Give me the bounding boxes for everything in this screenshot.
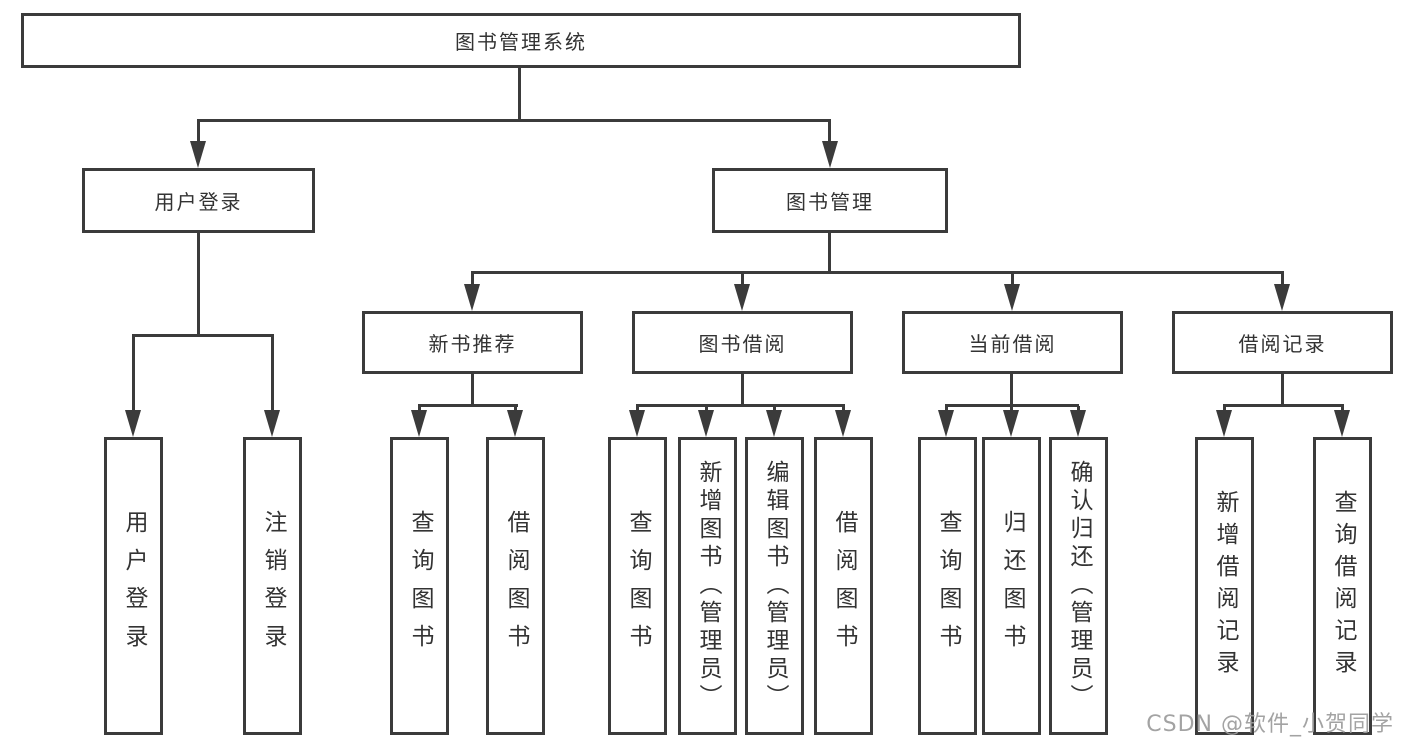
- arrowhead-down-icon: [1216, 410, 1232, 437]
- arrowhead-down-icon: [734, 284, 750, 311]
- node-label: 图书管理系统: [455, 30, 587, 54]
- connector-vline: [1010, 374, 1013, 406]
- node-label: 图书管理: [786, 190, 874, 214]
- connector-vline: [197, 122, 200, 144]
- connector-vline: [741, 374, 744, 406]
- leaf-query-books-current: 查询图书: [918, 437, 977, 735]
- node-new-book-recommendation: 新书推荐: [362, 311, 583, 374]
- arrowhead-down-icon: [766, 410, 782, 437]
- csdn-watermark: CSDN @软件_小贺同学: [1146, 712, 1394, 737]
- node-borrowing-records: 借阅记录: [1172, 311, 1393, 374]
- node-book-borrowing: 图书借阅: [632, 311, 853, 374]
- arrowhead-down-icon: [938, 410, 954, 437]
- node-label: 新书推荐: [428, 332, 517, 356]
- leaf-confirm-return-admin: 确认归还（管理员）: [1049, 437, 1108, 735]
- node-user-login: 用户登录: [82, 168, 315, 233]
- arrowhead-down-icon: [264, 410, 280, 437]
- leaf-logout: 注销登录: [243, 437, 302, 735]
- connector-hline: [197, 119, 831, 122]
- leaf-label: 注销登录: [260, 510, 286, 662]
- node-label: 图书借阅: [698, 332, 787, 356]
- connector-vline: [271, 337, 274, 412]
- node-library-management-system: 图书管理系统: [21, 13, 1021, 68]
- connector-hline: [1223, 404, 1344, 407]
- node-current-borrowing: 当前借阅: [902, 311, 1123, 374]
- arrowhead-down-icon: [698, 410, 714, 437]
- connector-hline: [636, 404, 845, 407]
- leaf-add-borrow-record: 新增借阅记录: [1195, 437, 1254, 735]
- leaf-query-books-borrow: 查询图书: [608, 437, 667, 735]
- arrowhead-down-icon: [1004, 284, 1020, 311]
- connector-vline: [828, 122, 831, 144]
- leaf-label: 确认归还（管理员）: [1066, 460, 1092, 712]
- leaf-edit-books-admin: 编辑图书（管理员）: [745, 437, 804, 735]
- node-label: 用户登录: [154, 190, 243, 214]
- leaf-borrow-books: 借阅图书: [814, 437, 873, 735]
- leaf-label: 归还图书: [999, 510, 1025, 662]
- arrowhead-down-icon: [125, 410, 141, 437]
- arrowhead-down-icon: [411, 410, 427, 437]
- connector-vline: [1281, 374, 1284, 406]
- arrowhead-down-icon: [190, 141, 206, 168]
- connector-hline: [132, 334, 274, 337]
- leaf-query-books-recommend: 查询图书: [390, 437, 449, 735]
- connector-vline: [197, 233, 200, 336]
- leaf-borrow-books-recommend: 借阅图书: [486, 437, 545, 735]
- leaf-return-books: 归还图书: [982, 437, 1041, 735]
- arrowhead-down-icon: [1274, 284, 1290, 311]
- arrowhead-down-icon: [835, 410, 851, 437]
- leaf-label: 查询借阅记录: [1330, 490, 1356, 682]
- leaf-query-borrow-record: 查询借阅记录: [1313, 437, 1372, 735]
- connector-hline: [418, 404, 518, 407]
- leaf-label: 新增图书（管理员）: [695, 460, 721, 712]
- arrowhead-down-icon: [464, 284, 480, 311]
- arrowhead-down-icon: [507, 410, 523, 437]
- leaf-label: 新增借阅记录: [1212, 490, 1238, 682]
- connector-vline: [518, 68, 521, 121]
- node-label: 借阅记录: [1238, 332, 1327, 356]
- connector-vline: [471, 374, 474, 406]
- leaf-label: 查询图书: [625, 510, 651, 662]
- leaf-label: 借阅图书: [831, 510, 857, 662]
- connector-vline: [1281, 274, 1284, 286]
- connector-hline: [945, 404, 1079, 407]
- connector-vline: [741, 274, 744, 286]
- leaf-label: 借阅图书: [503, 510, 529, 662]
- connector-vline: [471, 274, 474, 286]
- arrowhead-down-icon: [629, 410, 645, 437]
- arrowhead-down-icon: [1003, 410, 1019, 437]
- leaf-label: 查询图书: [407, 510, 433, 662]
- node-book-management: 图书管理: [712, 168, 948, 233]
- leaf-label: 编辑图书（管理员）: [762, 460, 788, 712]
- connector-vline: [828, 233, 831, 273]
- leaf-user-login: 用户登录: [104, 437, 163, 735]
- leaf-add-books-admin: 新增图书（管理员）: [678, 437, 737, 735]
- arrowhead-down-icon: [1334, 410, 1350, 437]
- connector-vline: [132, 337, 135, 412]
- node-label: 当前借阅: [968, 332, 1057, 356]
- leaf-label: 用户登录: [121, 510, 147, 662]
- connector-hline: [471, 271, 1284, 274]
- arrowhead-down-icon: [822, 141, 838, 168]
- arrowhead-down-icon: [1070, 410, 1086, 437]
- connector-vline: [1011, 274, 1014, 286]
- leaf-label: 查询图书: [935, 510, 961, 662]
